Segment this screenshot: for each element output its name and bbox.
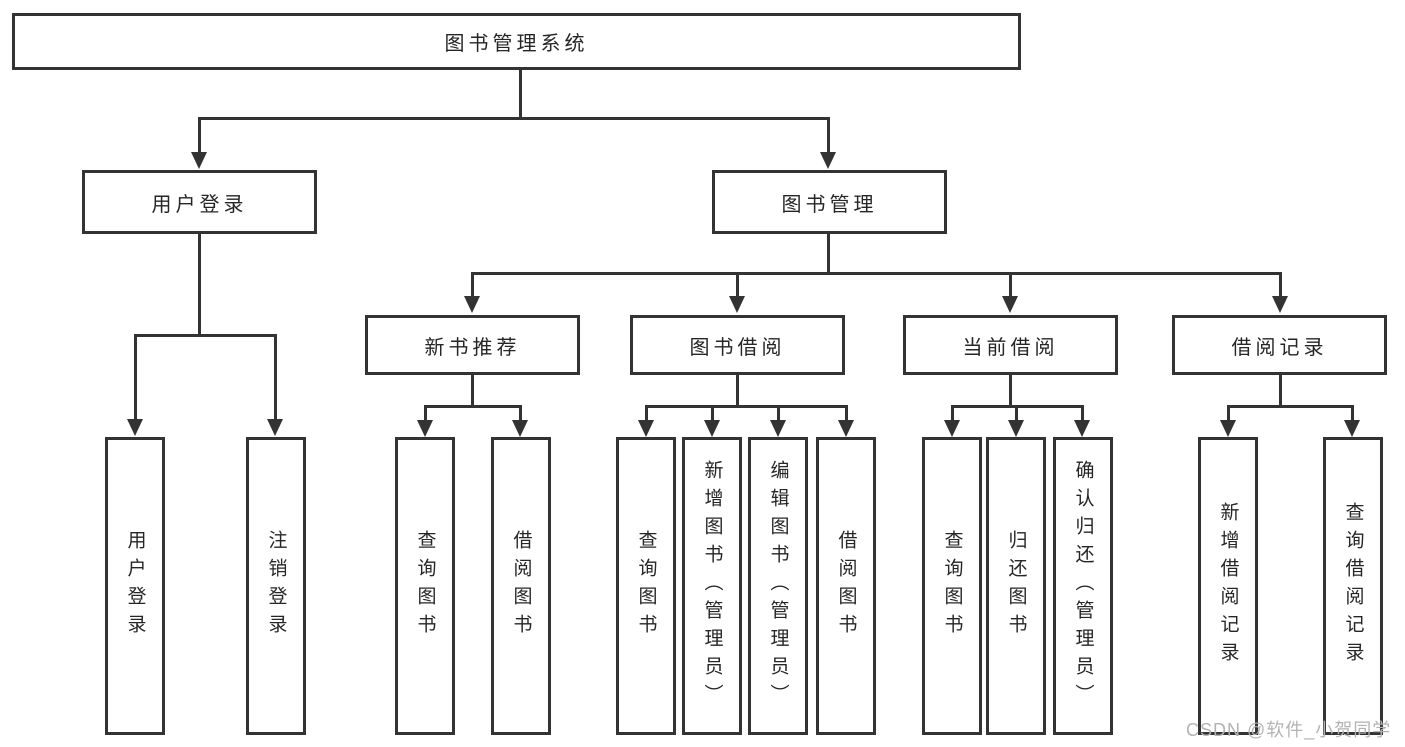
arrow-down-icon bbox=[638, 420, 654, 437]
node-user-login: 用户登录 bbox=[82, 170, 317, 234]
connector-line bbox=[1227, 405, 1354, 408]
arrow-down-icon bbox=[1272, 296, 1288, 313]
leaf-borrow-books-recommend: 借阅图书 bbox=[491, 437, 551, 735]
connector-line bbox=[1279, 272, 1282, 300]
connector-line bbox=[519, 69, 522, 119]
connector-line bbox=[198, 117, 830, 120]
node-book-management: 图书管理 bbox=[712, 170, 947, 234]
connector-line bbox=[1015, 405, 1018, 423]
arrow-down-icon bbox=[512, 420, 528, 437]
connector-line bbox=[424, 405, 522, 408]
connector-line bbox=[845, 405, 848, 423]
arrow-down-icon bbox=[191, 152, 207, 169]
connector-line bbox=[1279, 373, 1282, 407]
arrow-down-icon bbox=[1008, 420, 1024, 437]
connector-line bbox=[471, 373, 474, 407]
arrow-down-icon bbox=[838, 420, 854, 437]
leaf-return-books: 归还图书 bbox=[986, 437, 1046, 735]
csdn-watermark: CSDN @软件_小贺同学 bbox=[1186, 720, 1392, 740]
connector-line bbox=[519, 405, 522, 423]
connector-line bbox=[736, 272, 739, 300]
arrow-down-icon bbox=[1220, 420, 1236, 437]
connector-line bbox=[274, 334, 277, 422]
leaf-query-books-current: 查询图书 bbox=[922, 437, 982, 735]
leaf-add-borrow-record: 新增借阅记录 bbox=[1198, 437, 1258, 735]
arrow-down-icon bbox=[820, 152, 836, 169]
arrow-down-icon bbox=[944, 420, 960, 437]
connector-line bbox=[471, 272, 474, 300]
arrow-down-icon bbox=[1344, 420, 1360, 437]
node-new-book-recommendation: 新书推荐 bbox=[365, 315, 580, 375]
connector-line bbox=[1227, 405, 1230, 423]
connector-line bbox=[736, 373, 739, 407]
leaf-confirm-return-admin: 确认归还（管理员） bbox=[1053, 437, 1113, 735]
leaf-logout: 注销登录 bbox=[246, 437, 306, 735]
arrow-down-icon bbox=[729, 296, 745, 313]
leaf-borrow-books-borrowing: 借阅图书 bbox=[816, 437, 876, 735]
node-root: 图书管理系统 bbox=[12, 13, 1021, 70]
arrow-down-icon bbox=[127, 419, 143, 436]
arrow-down-icon bbox=[1002, 296, 1018, 313]
node-book-borrowing: 图书借阅 bbox=[630, 315, 845, 375]
connector-line bbox=[134, 334, 277, 337]
arrow-down-icon bbox=[267, 419, 283, 436]
connector-line bbox=[645, 405, 847, 408]
arrow-down-icon bbox=[464, 296, 480, 313]
leaf-query-books-recommend: 查询图书 bbox=[395, 437, 455, 735]
arrow-down-icon bbox=[417, 420, 433, 437]
connector-line bbox=[951, 405, 954, 423]
node-borrowing-records: 借阅记录 bbox=[1172, 315, 1387, 375]
leaf-edit-books-admin: 编辑图书（管理员） bbox=[748, 437, 808, 735]
connector-line bbox=[1351, 405, 1354, 423]
arrow-down-icon bbox=[770, 420, 786, 437]
connector-line bbox=[1009, 373, 1012, 407]
connector-line bbox=[1081, 405, 1084, 423]
connector-line bbox=[827, 234, 830, 275]
connector-line bbox=[198, 117, 201, 157]
node-current-borrowing: 当前借阅 bbox=[903, 315, 1118, 375]
connector-line bbox=[1009, 272, 1012, 300]
leaf-add-books-admin: 新增图书（管理员） bbox=[682, 437, 742, 735]
connector-line bbox=[645, 405, 648, 423]
connector-line bbox=[134, 334, 137, 422]
connector-line bbox=[471, 272, 1281, 275]
leaf-user-login: 用户登录 bbox=[105, 437, 165, 735]
arrow-down-icon bbox=[1074, 420, 1090, 437]
connector-line bbox=[827, 117, 830, 157]
connector-line bbox=[711, 405, 714, 423]
connector-line bbox=[424, 405, 427, 423]
connector-line bbox=[198, 234, 201, 337]
connector-line bbox=[777, 405, 780, 423]
leaf-query-books-borrowing: 查询图书 bbox=[616, 437, 676, 735]
arrow-down-icon bbox=[704, 420, 720, 437]
leaf-query-borrow-record: 查询借阅记录 bbox=[1323, 437, 1383, 735]
